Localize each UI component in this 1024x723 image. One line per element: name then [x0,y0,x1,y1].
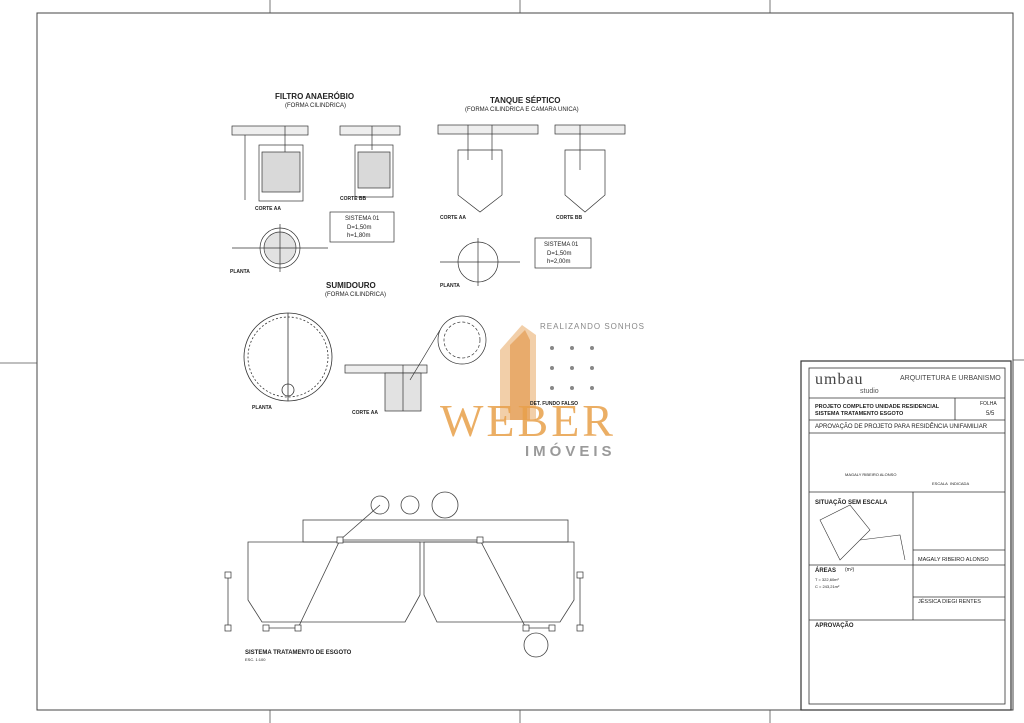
filtro-planta-label: PLANTA [230,269,250,275]
weber-logo-mark [500,325,594,420]
sumidouro-subtitle: (FORMA CILINDRICA) [325,292,387,298]
filtro-title: FILTRO ANAERÓBIO [275,92,355,101]
filtro-subtitle: (FORMA CILINDRICA) [285,103,347,109]
tanque-title: TANQUE SÉPTICO [490,96,561,105]
sistema-tratamento-label: SISTEMA TRATAMENTO DE ESGOTO [245,650,352,656]
situacao-label: SITUAÇÃO SEM ESCALA [815,500,888,506]
filtro-corte-bb-label: CORTE BB [340,196,367,202]
area-2: C = 243,21m² [815,584,840,589]
watermark-sub: IMÓVEIS [525,443,616,460]
sumidouro-planta-label: PLANTA [252,405,272,411]
escala-label: ESCALA [932,481,948,486]
filtro-sistema-3: h=1,80m [347,233,371,239]
sumidouro-planta [243,312,333,402]
aprovacao-label: APROVAÇÃO [815,623,854,629]
filtro-corte-bb [329,125,401,243]
tanque-sistema-2: D=1,50m [547,251,572,257]
tanque-planta [440,238,520,286]
tanque-planta-label: PLANTA [440,283,460,289]
tanque-corte-bb [534,124,626,269]
escala-value: INDICADA [950,481,970,486]
sistema-tratamento-plan [227,491,581,658]
proprietario: MAGALY RIBEIRO ALONSO [845,472,897,477]
tanque-corte-aa-label: CORTE AA [440,215,466,221]
tanque-subtitle: (FORMA CILINDRICA E CAMARA UNICA) [465,107,579,113]
filtro-planta [232,224,328,272]
responsavel: MAGALY RIBEIRO ALONSO [918,557,989,563]
folha-label: FOLHA [980,401,997,407]
filtro-sistema-1: SISTEMA 01 [345,216,380,222]
folha-value: 5/5 [986,411,995,417]
tanque-corte-aa [437,124,539,213]
areas-label: ÁREAS [815,568,837,574]
sistema-tratamento-escala: ESC. 1:100 [245,657,266,662]
tanque-sistema-3: h=2,00m [547,259,571,265]
title-block-frame [800,360,1012,711]
project-line-1: PROJETO COMPLETO UNIDADE RESIDENCIAL [815,404,940,410]
filtro-sistema-2: D=1,50m [347,225,372,231]
sumidouro-corte-aa [344,329,441,412]
firm-name: ARQUITETURA E URBANISMO [900,375,1001,382]
tanque-sistema-1: SISTEMA 01 [544,242,579,248]
areas-unit: (m²) [845,567,855,573]
firm-logo-sub: studio [860,388,879,395]
sumidouro-title: SUMIDOURO [326,281,376,290]
area-1: T = 322,60m² [815,577,839,582]
filtro-corte-aa [231,125,309,202]
tanque-corte-bb-label: CORTE BB [556,215,583,221]
firm-logo: umbau [815,371,864,388]
autor: JÉSSICA DIEGI RENTES [918,599,981,605]
filtro-corte-aa-label: CORTE AA [255,206,281,212]
aprovacao-text: APROVAÇÃO DE PROJETO PARA RESIDÊNCIA UNI… [815,424,988,430]
det-fundo-falso [437,315,487,365]
project-line-2: SISTEMA TRATAMENTO ESGOTO [815,411,904,417]
watermark-brand: WEBER [440,395,616,446]
watermark-tagline: REALIZANDO SONHOS [540,322,646,331]
det-fundo-falso-label: DET. FUNDO FALSO [530,401,579,407]
sumidouro-corte-aa-label: CORTE AA [352,410,378,416]
